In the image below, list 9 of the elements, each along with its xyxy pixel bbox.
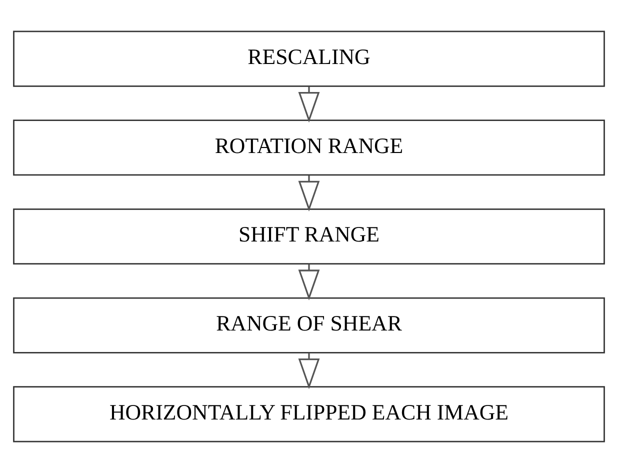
arrow (298, 264, 320, 300)
node-box: SHIFT RANGE (13, 208, 605, 265)
arrow (298, 86, 320, 123)
node-box: ROTATION RANGE (13, 120, 605, 176)
node-box: RANGE OF SHEAR (13, 297, 605, 354)
arrow (298, 353, 320, 390)
node-box: RESCALING (13, 30, 605, 87)
node-box: HORIZONTALLY FLIPPED EACH IMAGE (13, 386, 605, 442)
arrow (298, 175, 320, 212)
